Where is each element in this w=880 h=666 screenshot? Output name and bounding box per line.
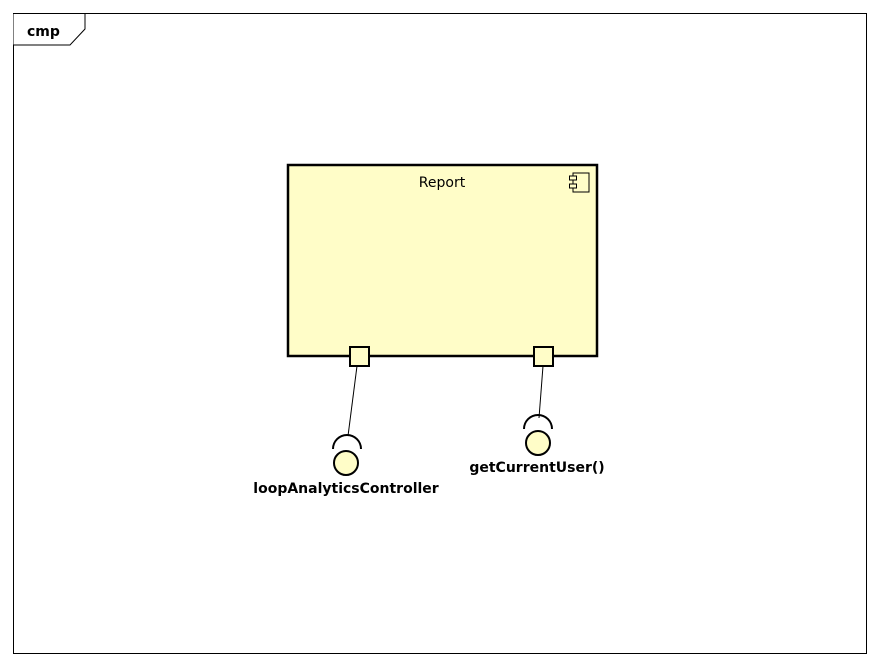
connector-line-2: [538, 365, 544, 419]
port-2[interactable]: [533, 346, 554, 367]
connector-line-1: [347, 365, 358, 437]
interface-label-1: loopAnalyticsController: [253, 481, 439, 497]
report-component[interactable]: [286, 163, 599, 358]
frame-label: cmp: [27, 24, 60, 40]
component-name: Report: [419, 175, 466, 191]
frame-tab: [13, 13, 86, 46]
required-interface-icon[interactable]: [523, 414, 553, 456]
component-icon: [569, 172, 590, 193]
required-interface-icon[interactable]: [332, 434, 362, 476]
interface-label-2: getCurrentUser(): [469, 460, 604, 476]
port-1[interactable]: [349, 346, 370, 367]
